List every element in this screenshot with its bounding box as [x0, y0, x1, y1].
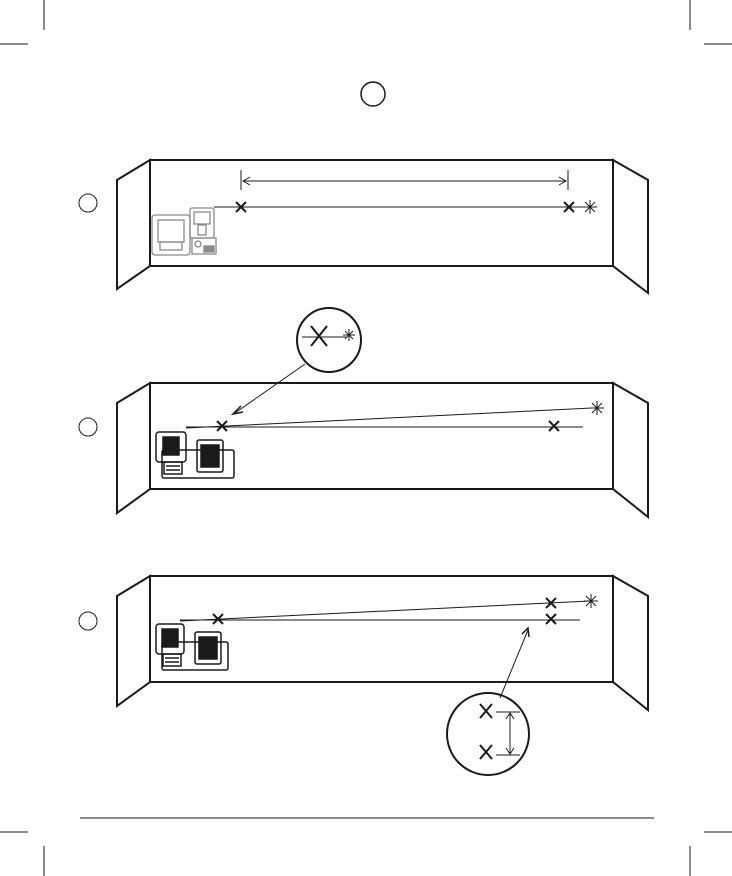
step-2-illustration	[79, 308, 648, 517]
dimension-arrow-icon	[496, 712, 520, 755]
step-3-circle	[79, 612, 97, 630]
x-mark-icon	[549, 421, 559, 431]
section-marker	[361, 82, 385, 106]
step-3-illustration	[79, 576, 648, 775]
dimension-arrow-icon	[241, 170, 568, 190]
laser-beam-rotated	[186, 408, 592, 428]
x-mark-icon	[546, 614, 556, 624]
laser-burst-icon	[584, 594, 598, 608]
step-1-circle	[79, 194, 97, 212]
laser-level-icon	[156, 432, 234, 478]
step-2-circle	[79, 418, 97, 436]
x-mark-icon	[480, 745, 492, 759]
laser-level-icon	[152, 208, 216, 255]
laser-beam-rotated	[180, 601, 590, 621]
magnifier-callout-icon	[233, 308, 361, 414]
laser-burst-icon	[343, 329, 355, 341]
room-walls	[117, 576, 648, 710]
laser-burst-icon	[590, 401, 604, 415]
laser-burst-icon	[583, 200, 597, 214]
x-mark-icon	[480, 704, 492, 718]
laser-level-icon	[156, 624, 228, 670]
magnifier-callout-icon	[447, 628, 529, 775]
step-1-illustration	[79, 160, 648, 293]
